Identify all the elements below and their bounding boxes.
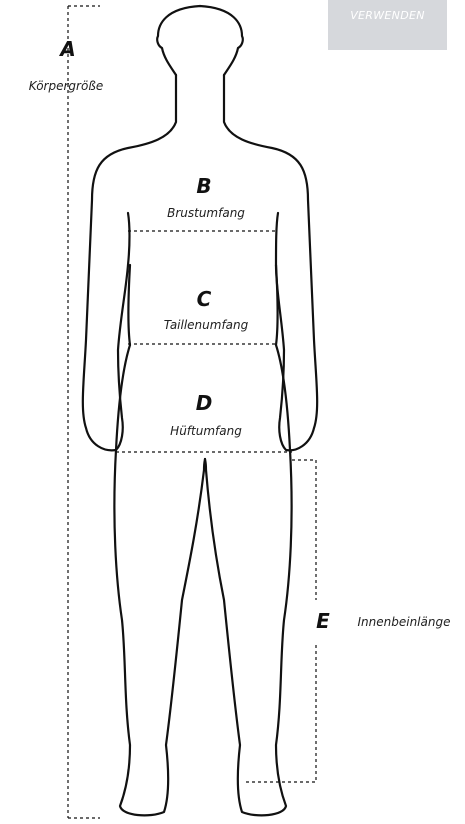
use-tag-label: VERWENDEN [350,9,425,22]
measurement-letter-e: E [316,611,330,631]
measurement-letter-c: C [197,289,212,309]
torso-arms-outline-right [224,75,317,450]
measurement-label-c: Taillenumfang [164,319,249,331]
right-leg-outline [205,450,292,815]
measurement-label-d: Hüftumfang [170,425,242,437]
measurement-letter-b: B [196,176,211,196]
measurement-label-b: Brustumfang [167,207,245,219]
measurement-label-a: Körpergröße [29,80,103,92]
torso-arms-outline [83,75,176,450]
measurement-letter-d: D [196,393,213,413]
head-outline [157,6,243,75]
measurement-letter-a: A [60,39,75,59]
left-leg-outline [114,450,205,815]
use-tag-box: VERWENDEN [328,0,447,50]
measurement-label-e: Innenbeinlänge [358,616,451,628]
